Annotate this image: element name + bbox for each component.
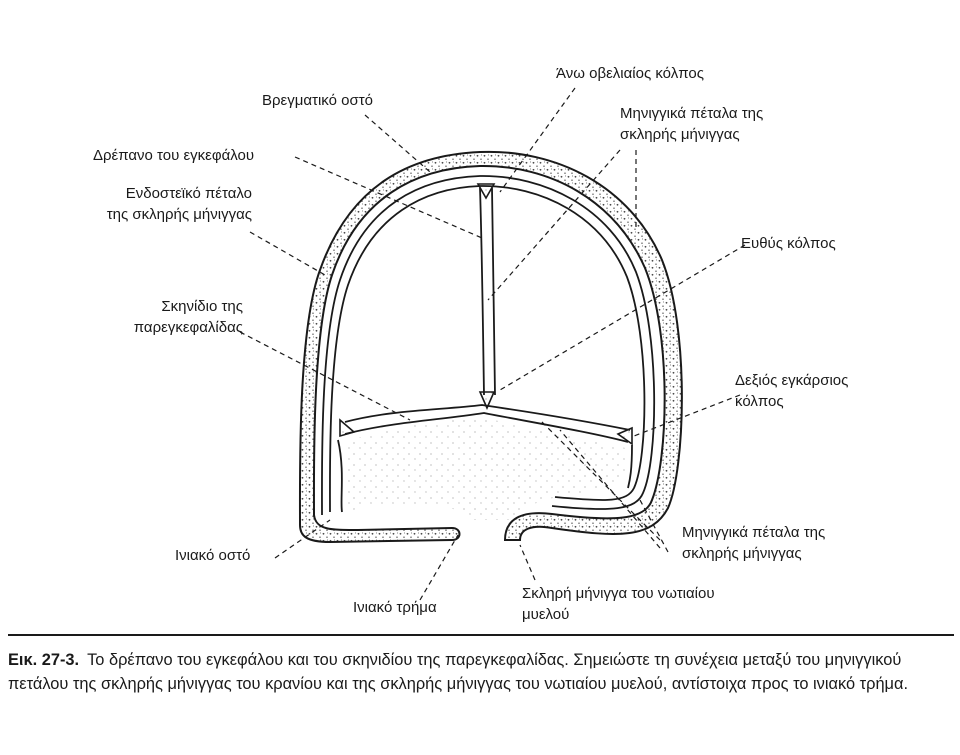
skull-bone-band xyxy=(298,150,683,544)
label-falx-cerebri: Δρέπανο του εγκεφάλου xyxy=(93,147,255,164)
caption-text: Το δρέπανο του εγκεφάλου και του σκηνιδί… xyxy=(8,651,909,693)
label-straight-sinus: Ευθύς κόλπος xyxy=(741,235,836,252)
figure-caption: Εικ. 27-3.Το δρέπανο του εγκεφάλου και τ… xyxy=(8,648,958,696)
label-spinal-dura: Σκληρή μήνιγγα του νωτιαίου μυελού xyxy=(522,583,715,625)
label-meningeal-layers-bottom: Μηνιγγικά πέταλα της σκληρής μήνιγγας xyxy=(682,522,825,564)
label-line: μυελού xyxy=(522,606,570,623)
label-line: της σκληρής μήνιγγας xyxy=(106,206,252,223)
leader-lines xyxy=(239,87,746,601)
caption-divider xyxy=(8,634,954,636)
label-superior-sagittal-sinus: Άνω οβελιαίος κόλπος xyxy=(556,65,704,82)
label-line: Μηνιγγικά πέταλα της xyxy=(620,105,764,122)
venous-sinuses xyxy=(339,183,633,446)
figure-number: Εικ. 27-3. xyxy=(8,651,80,669)
label-tentorium-cerebelli: Σκηνίδιο της παρεγκεφαλίδας xyxy=(90,296,243,338)
posterior-fossa-shading xyxy=(345,418,626,520)
superior-sagittal-sinus xyxy=(476,183,496,200)
left-transverse-sinus xyxy=(339,418,356,438)
label-line: Ενδοστεϊκό πέταλο xyxy=(125,185,252,202)
label-line: σκληρής μήνιγγας xyxy=(682,545,802,562)
label-endosteal-layer: Ενδοστεϊκό πέταλο της σκληρής μήνιγγας xyxy=(65,183,252,225)
label-line: Μηνιγγικά πέταλα της xyxy=(682,524,826,541)
label-foramen-magnum: Ινιακό τρήμα xyxy=(353,599,437,616)
label-line: κόλπος xyxy=(735,393,784,410)
falx-tentorium-diagram xyxy=(239,87,746,601)
label-line: σκληρής μήνιγγας xyxy=(620,126,740,143)
label-line: παρεγκεφαλίδας xyxy=(133,319,243,336)
label-meningeal-layers-top: Μηνιγγικά πέταλα της σκληρής μήνιγγας xyxy=(620,103,763,145)
straight-sinus xyxy=(478,391,496,410)
right-transverse-sinus xyxy=(616,426,633,446)
label-line: Σκηνίδιο της xyxy=(161,298,243,315)
label-line: Δεξιός εγκάρσιος xyxy=(735,372,849,389)
dura-outlines xyxy=(321,175,656,516)
label-right-transverse-sinus: Δεξιός εγκάρσιος κόλπος xyxy=(735,370,848,412)
label-occipital-bone: Ινιακό οστό xyxy=(175,547,251,564)
label-line: Σκληρή μήνιγγα του νωτιαίου xyxy=(522,585,715,602)
falx-and-tentorium xyxy=(337,187,633,513)
label-parietal-bone: Βρεγματικό οστό xyxy=(262,92,373,109)
